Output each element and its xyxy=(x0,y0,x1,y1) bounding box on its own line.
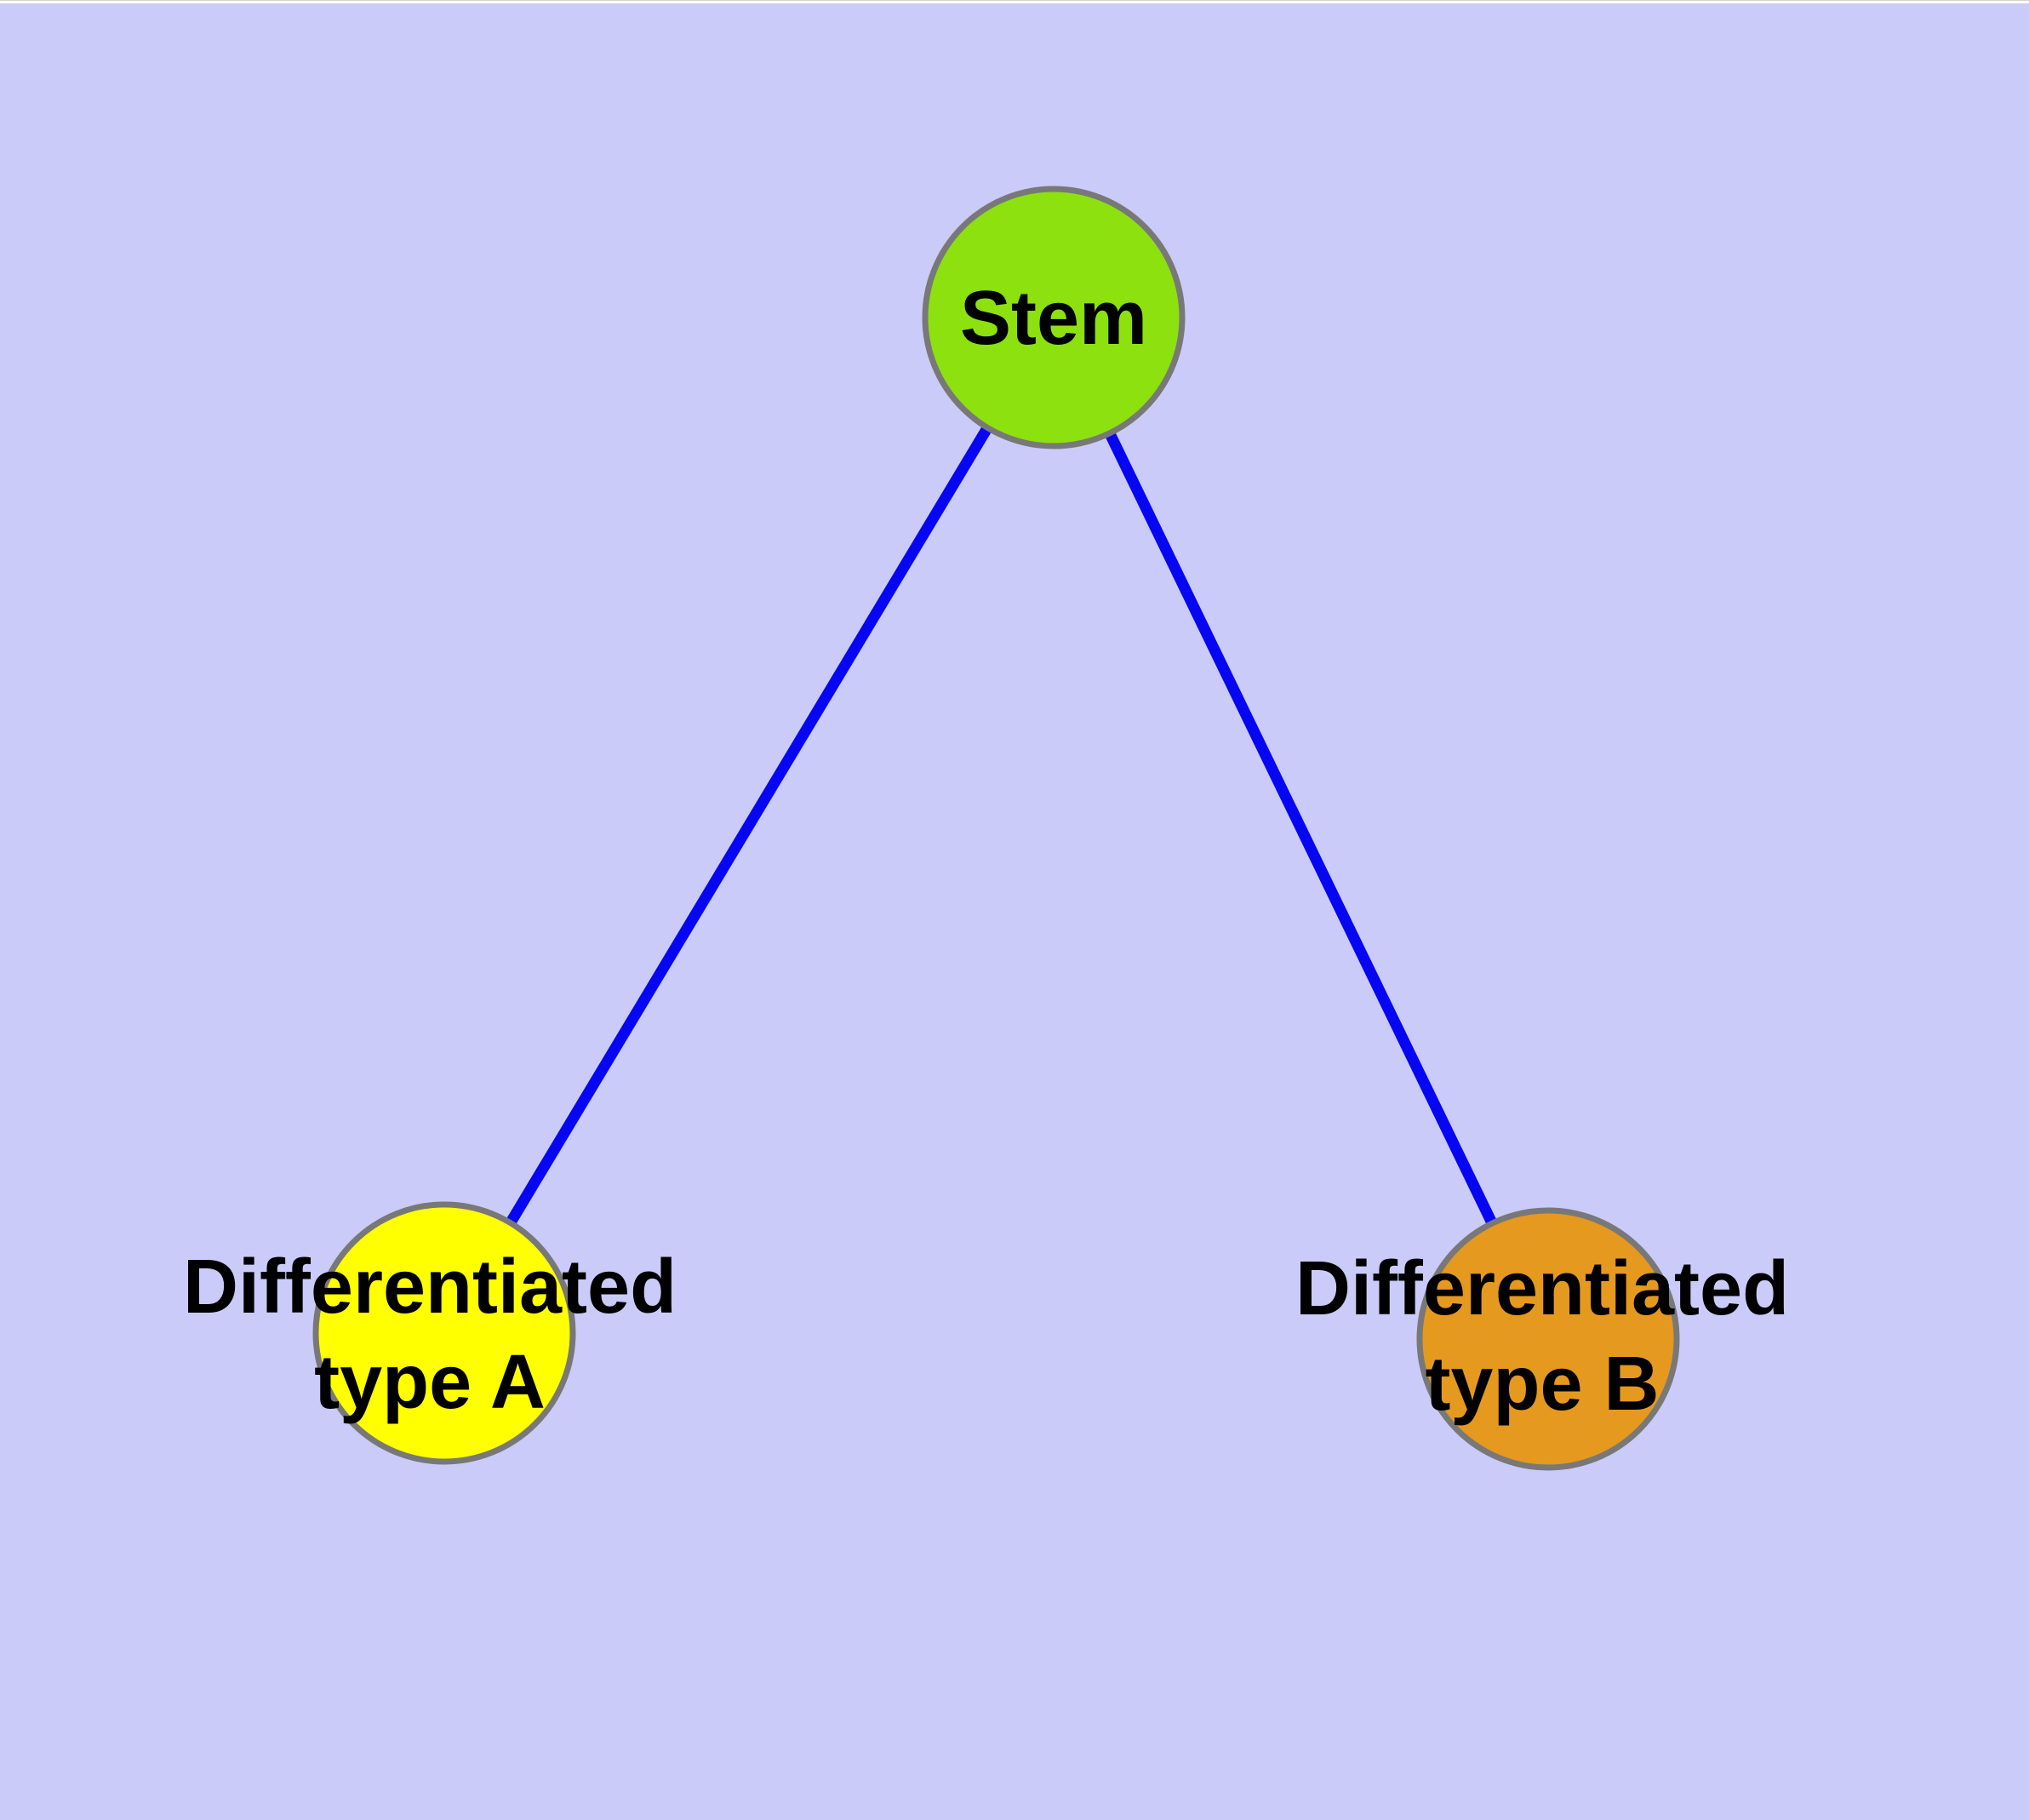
node-label-differentiated-type-b: Differentiated type B xyxy=(1295,1246,1790,1427)
node-stem[interactable] xyxy=(922,186,1186,449)
node-differentiated-type-b[interactable] xyxy=(1416,1207,1680,1471)
edge-stem-to-type-b[interactable] xyxy=(1049,315,1553,1342)
edge-stem-to-type-a[interactable] xyxy=(439,314,1059,1336)
node-label-differentiated-type-a: Differentiated type A xyxy=(182,1245,677,1425)
window-top-edge xyxy=(0,0,2029,3)
node-differentiated-type-a[interactable] xyxy=(312,1201,576,1465)
node-label-stem: Stem xyxy=(959,276,1148,361)
